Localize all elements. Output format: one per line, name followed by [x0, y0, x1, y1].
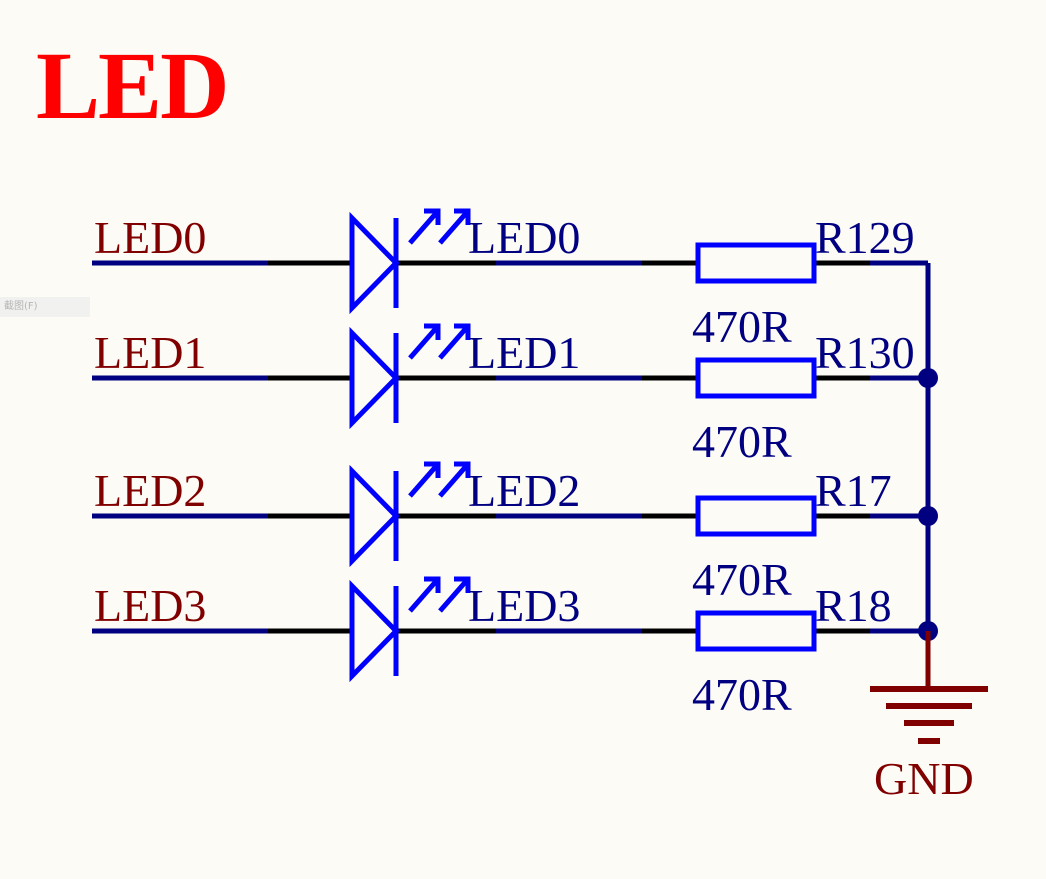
resistor-icon [695, 242, 817, 284]
light-arrow-icon [408, 462, 440, 498]
arrow-head [424, 323, 441, 340]
arrow-head [424, 461, 441, 478]
arrow-head [424, 208, 441, 225]
led-diode-icon [349, 576, 471, 683]
led-diode-icon [349, 461, 471, 568]
resistor-value: 470R [692, 669, 792, 720]
arrow-head [454, 461, 471, 478]
arrow-head [424, 576, 441, 593]
diode-triangle [349, 326, 400, 430]
led-channel-0 [92, 208, 928, 315]
junction-dot [918, 506, 938, 526]
resistor-value: 470R [692, 554, 792, 605]
arrow-head [454, 323, 471, 340]
light-arrow-icon [408, 324, 440, 360]
led-diode-icon [349, 323, 471, 430]
net-label-input: LED0 [94, 212, 207, 263]
light-arrow-icon [408, 577, 440, 613]
arrow-head [454, 208, 471, 225]
diode-triangle [349, 579, 400, 683]
led-channel-3 [92, 576, 928, 683]
net-label-input: LED3 [94, 580, 207, 631]
led-designator: LED3 [468, 580, 581, 631]
ground-label: GND [874, 753, 974, 804]
resistor-value: 470R [692, 416, 792, 467]
resistor-designator: R130 [815, 327, 915, 378]
led-designator: LED0 [468, 212, 581, 263]
light-arrow-icon [438, 462, 470, 498]
led-designator: LED1 [468, 327, 581, 378]
light-arrow-icon [438, 209, 470, 245]
net-label-input: LED1 [94, 327, 207, 378]
resistor-value: 470R [692, 301, 792, 352]
tooltip-fragment: 截图(F) [0, 297, 90, 317]
resistor-designator: R18 [815, 580, 892, 631]
light-arrow-icon [438, 577, 470, 613]
led-diode-icon [349, 208, 471, 315]
resistor-icon [695, 610, 817, 652]
junction-dot [918, 368, 938, 388]
schematic-title: LED [36, 32, 229, 139]
light-arrow-icon [438, 324, 470, 360]
led-channel-2 [92, 461, 928, 568]
resistor-icon [695, 495, 817, 537]
diode-triangle [349, 464, 400, 568]
resistor-designator: R17 [815, 465, 892, 516]
net-label-input: LED2 [94, 465, 207, 516]
diode-triangle [349, 211, 400, 315]
light-arrow-icon [408, 209, 440, 245]
resistor-designator: R129 [815, 212, 915, 263]
resistor-icon [695, 357, 817, 399]
ground-icon [870, 631, 988, 744]
led-designator: LED2 [468, 465, 581, 516]
arrow-head [454, 576, 471, 593]
